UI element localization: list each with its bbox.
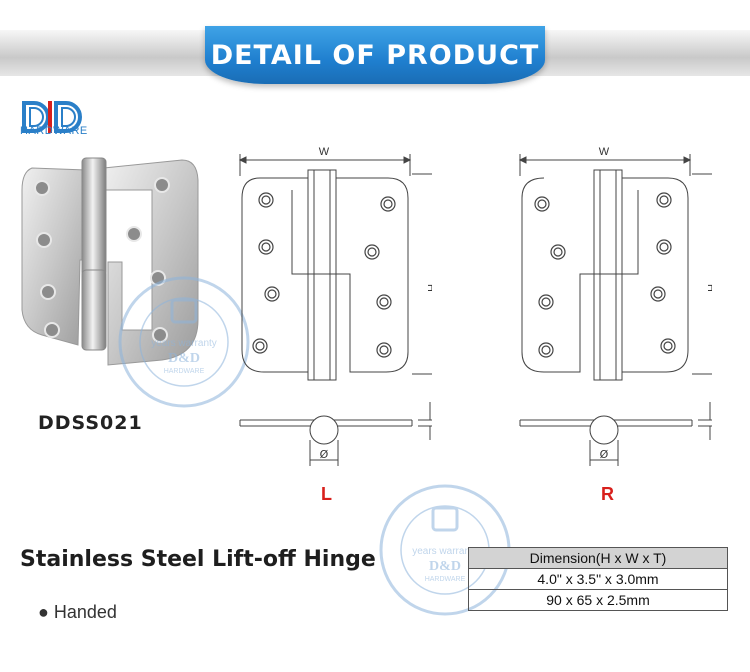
table-cell: 90 x 65 x 2.5mm <box>468 589 728 611</box>
watermark-brand-sub: HARDWARE <box>425 576 466 583</box>
banner: DETAIL OF PRODUCT <box>205 26 545 84</box>
hinge-photo <box>21 157 199 366</box>
model-code: DDSS021 <box>38 412 143 434</box>
diameter-label: Ø <box>320 448 329 461</box>
table-header-cell: Dimension(H x W x T) <box>468 547 728 569</box>
dimension-table: Dimension(H x W x T) 4.0" x 3.5" x 3.0mm… <box>468 547 728 611</box>
width-label: W <box>319 146 330 158</box>
table-row: 90 x 65 x 2.5mm <box>468 589 728 611</box>
banner-title: DETAIL OF PRODUCT <box>210 39 540 71</box>
width-label: W <box>599 146 610 158</box>
watermark-stamp: years warranty D&D HARDWARE <box>118 276 250 408</box>
thickness-label: T <box>709 412 712 418</box>
watermark-brand-sub: HARDWARE <box>164 368 205 375</box>
hand-label-left: L <box>321 484 332 504</box>
watermark-mid-text: years warranty <box>412 546 478 557</box>
diameter-label: Ø <box>600 448 609 461</box>
hand-label-right: R <box>601 484 614 504</box>
thickness-label: T <box>429 412 432 418</box>
table-cell: 4.0" x 3.5" x 3.0mm <box>468 568 728 590</box>
watermark-mid-text: years warranty <box>151 338 217 349</box>
logo-text: HARDWARE <box>20 125 88 137</box>
height-label: H <box>425 284 432 292</box>
watermark-brand: D&D <box>429 559 461 574</box>
technical-drawing-right: W H T Ø <box>518 146 712 466</box>
table-row: 4.0" x 3.5" x 3.0mm <box>468 568 728 590</box>
brand-logo-icon <box>22 101 82 133</box>
technical-drawing-left: W H T Ø <box>238 146 432 466</box>
watermark-brand: D&D <box>168 351 200 366</box>
feature-item: ● Handed <box>38 602 117 622</box>
product-title: Stainless Steel Lift-off Hinge <box>20 547 376 572</box>
height-label: H <box>705 284 712 292</box>
table-header-row: Dimension(H x W x T) <box>468 547 728 569</box>
